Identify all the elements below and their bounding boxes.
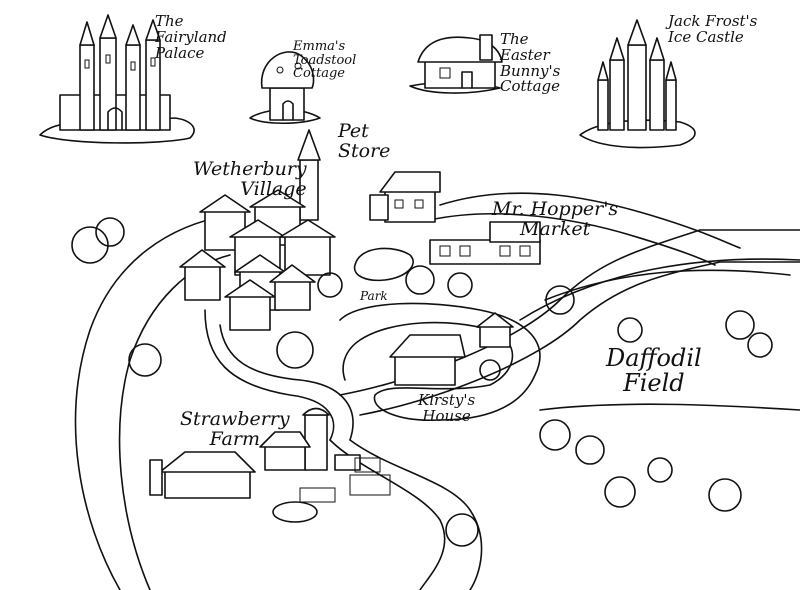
label-park: Park [360,289,388,303]
road-north [429,192,741,266]
toadstool-cottage-icon [249,51,321,124]
label-hoppers-market: Mr. Hopper's Market [492,198,619,240]
fairyland-palace-icon [39,14,195,144]
strawberry-farm-buildings [149,407,391,523]
trees [71,217,773,547]
kirstys-house-building [389,312,514,386]
ice-castle-icon [579,19,696,149]
hoppers-market-building [429,221,541,265]
pet-store-building [369,171,441,223]
label-fairyland-palace: The Fairyland Palace [155,12,227,62]
park-pond [353,247,414,282]
label-emmas-cottage: Emma's Toadstool Cottage [293,39,357,82]
label-wetherbury-village: Wetherbury Village [193,158,307,200]
label-kirstys-house: Kirsty's House [418,391,476,425]
label-pet-store: Pet Store [338,120,391,162]
label-strawberry-farm: Strawberry Farm [180,408,290,450]
label-ice-castle: Jack Frost's Ice Castle [668,12,758,46]
label-easter-bunny-cottage: The Easter Bunny's Cottage [500,30,561,96]
easter-bunny-cottage-icon [409,34,503,94]
road-inner [204,309,354,441]
label-daffodil-field: Daffodil Field [606,344,702,398]
hill-east [519,258,800,321]
field-line [539,403,800,411]
wetherbury-village-houses [179,129,336,331]
road-south [329,229,800,590]
